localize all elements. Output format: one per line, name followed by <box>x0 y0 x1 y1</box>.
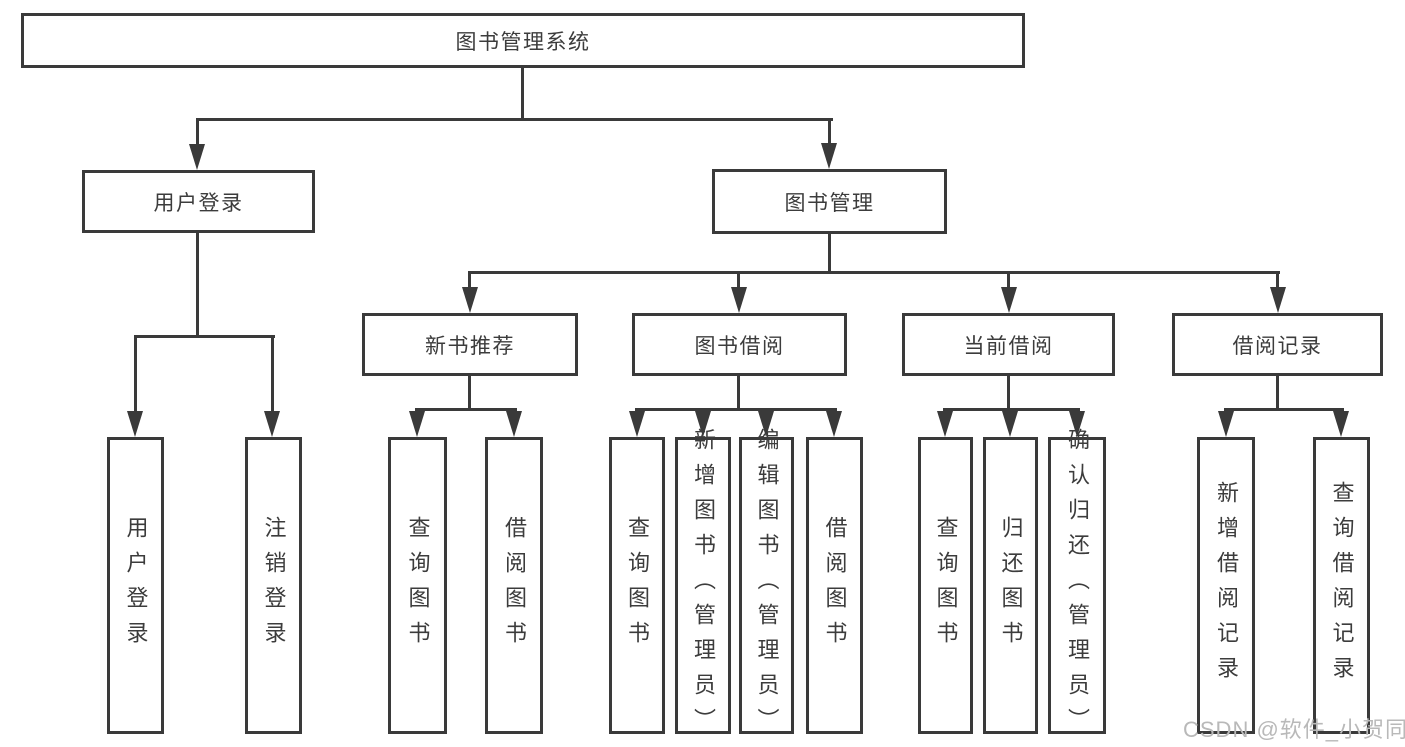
leaf-add-borrow-record: 新增借阅记录 <box>1197 437 1255 734</box>
leaf-add-book-admin: 新增图书（管理员） <box>675 428 731 743</box>
connector-root-stem <box>521 68 524 120</box>
connector-user-login-stem <box>196 121 199 146</box>
arrowhead-down-icon <box>189 144 205 170</box>
connector-records-bar <box>1224 408 1344 411</box>
leaf-query-books-recommend-label: 查询图书 <box>405 515 431 656</box>
arrowhead-down-icon <box>695 411 711 437</box>
arrowhead-down-icon <box>821 143 837 169</box>
connector-book-mgmt-down <box>828 234 831 273</box>
arrowhead-down-icon <box>629 411 645 437</box>
arrowhead-down-icon <box>1270 287 1286 313</box>
leaf-user-login: 用户登录 <box>107 437 164 734</box>
arrowhead-down-icon <box>731 287 747 313</box>
leaf-query-borrow-record: 查询借阅记录 <box>1313 437 1370 734</box>
node-book-borrowing: 图书借阅 <box>632 313 847 376</box>
arrowhead-down-icon <box>826 411 842 437</box>
node-book-borrowing-label: 图书借阅 <box>694 334 785 358</box>
connector-level3-stem <box>737 274 740 288</box>
node-current-borrowing-label: 当前借阅 <box>963 334 1054 358</box>
leaf-return-books-label: 归还图书 <box>998 515 1024 656</box>
node-borrowing-records-label: 借阅记录 <box>1232 334 1323 358</box>
leaf-add-book-admin-label: 新增图书（管理员） <box>691 428 716 743</box>
node-root-label: 图书管理系统 <box>455 30 591 54</box>
arrowhead-down-icon <box>1002 411 1018 437</box>
arrowhead-down-icon <box>937 411 953 437</box>
leaf-borrow-books-recommend: 借阅图书 <box>485 437 543 734</box>
arrowhead-down-icon <box>127 411 143 437</box>
connector-leaf-stem <box>271 338 274 411</box>
leaf-edit-book-admin: 编辑图书（管理员） <box>739 428 794 743</box>
connector-recommend-down <box>468 376 471 410</box>
arrowhead-down-icon <box>758 411 774 437</box>
arrowhead-down-icon <box>1069 411 1085 437</box>
leaf-borrow-books-borrowing: 借阅图书 <box>806 437 863 734</box>
node-borrowing-records: 借阅记录 <box>1172 313 1383 376</box>
connector-leaf-stem <box>134 338 137 411</box>
csdn-watermark: CSDN @软件_小贺同学 <box>1183 717 1405 742</box>
connector-level3-stem <box>1007 274 1010 288</box>
connector-level3-stem <box>1276 274 1279 288</box>
arrowhead-down-icon <box>1333 411 1349 437</box>
connector-level2-bar <box>196 118 833 121</box>
connector-level3-bar <box>468 271 1280 274</box>
node-book-management: 图书管理 <box>712 169 947 234</box>
arrowhead-down-icon <box>409 411 425 437</box>
node-user-login-label: 用户登录 <box>153 191 244 215</box>
node-user-login: 用户登录 <box>82 170 315 233</box>
leaf-query-books-current-label: 查询图书 <box>933 515 959 656</box>
node-current-borrowing: 当前借阅 <box>902 313 1115 376</box>
connector-recommend-bar <box>415 408 517 411</box>
leaf-query-books-borrowing: 查询图书 <box>609 437 665 734</box>
leaf-add-borrow-record-label: 新增借阅记录 <box>1214 480 1239 691</box>
connector-borrowing-down <box>737 376 740 410</box>
leaf-borrow-books-recommend-label: 借阅图书 <box>502 515 527 656</box>
connector-user-login-down <box>196 233 199 337</box>
connector-records-down <box>1276 376 1279 410</box>
connector-level3-stem <box>468 274 471 288</box>
leaf-edit-book-admin-label: 编辑图书（管理员） <box>754 428 780 743</box>
connector-borrowing-bar <box>635 408 837 411</box>
node-new-book-recommend-label: 新书推荐 <box>425 334 515 358</box>
arrowhead-down-icon <box>264 411 280 437</box>
arrowhead-down-icon <box>1001 287 1017 313</box>
arrowhead-down-icon <box>506 411 522 437</box>
connector-user-login-bar <box>134 335 275 338</box>
connector-current-down <box>1007 376 1010 410</box>
connector-book-mgmt-stem <box>828 121 831 145</box>
leaf-borrow-books-borrowing-label: 借阅图书 <box>822 515 848 656</box>
leaf-confirm-return-admin: 确认归还（管理员） <box>1048 428 1106 743</box>
node-book-management-label: 图书管理 <box>784 191 875 215</box>
arrowhead-down-icon <box>1218 411 1234 437</box>
node-new-book-recommend: 新书推荐 <box>362 313 578 376</box>
leaf-query-books-current: 查询图书 <box>918 437 973 734</box>
leaf-confirm-return-admin-label: 确认归还（管理员） <box>1065 428 1090 743</box>
leaf-user-login-label: 用户登录 <box>123 515 149 656</box>
arrowhead-down-icon <box>462 287 478 313</box>
leaf-logout-label: 注销登录 <box>261 515 287 656</box>
connector-current-bar <box>943 408 1080 411</box>
leaf-logout: 注销登录 <box>245 437 302 734</box>
leaf-return-books: 归还图书 <box>983 437 1038 734</box>
leaf-query-books-recommend: 查询图书 <box>388 437 447 734</box>
node-root: 图书管理系统 <box>21 13 1025 68</box>
leaf-query-books-borrowing-label: 查询图书 <box>625 515 650 656</box>
leaf-query-borrow-record-label: 查询借阅记录 <box>1329 480 1355 691</box>
